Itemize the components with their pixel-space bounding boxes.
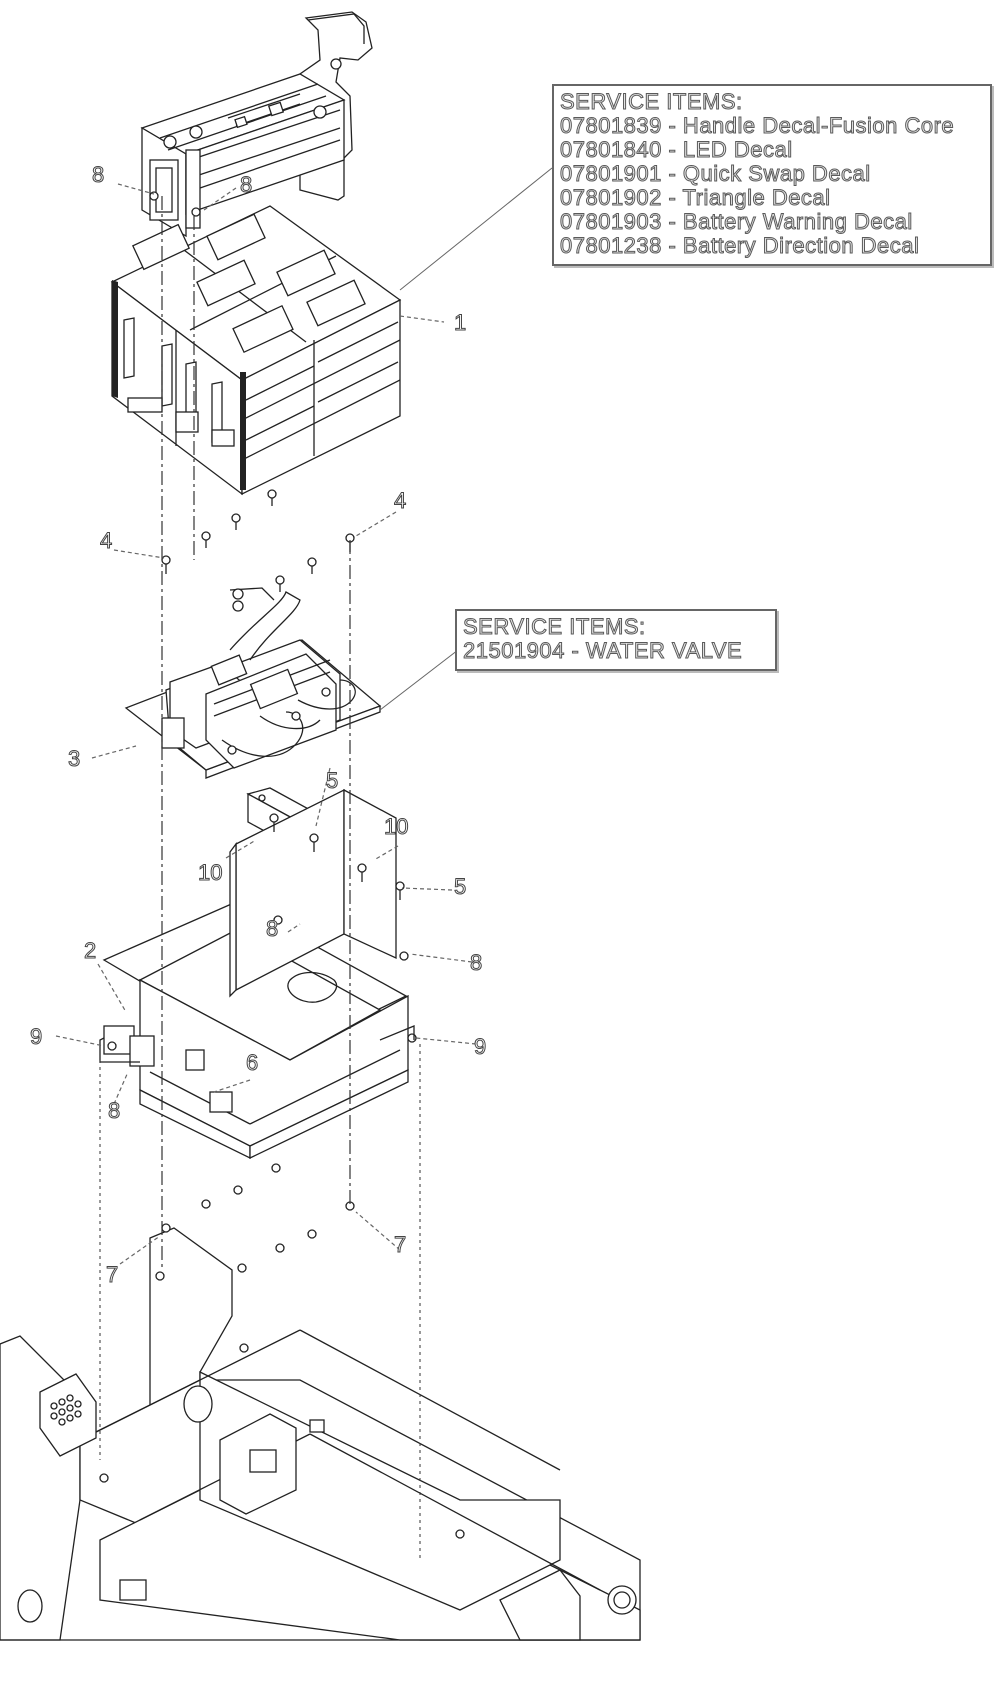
- service-items-box-battery: SERVICE ITEMS: 07801839 - Handle Decal-F…: [552, 84, 992, 266]
- callout-8-mid-center: 8: [266, 916, 278, 941]
- callout-10-right: 10: [384, 814, 408, 839]
- callouts: 8 8 1 4 4 3 5 10 10 5 8 8 2 9 9 6 8 7 7: [30, 162, 487, 1288]
- callout-8-top-left: 8: [92, 162, 104, 187]
- battery-assembly: [110, 205, 402, 496]
- callout-10-left: 10: [198, 860, 222, 885]
- service-items-heading: SERVICE ITEMS:: [463, 614, 646, 639]
- service-item: 07801903 - Battery Warning Decal: [560, 209, 913, 234]
- callout-4-left: 4: [100, 528, 112, 553]
- service-item: 07801238 - Battery Direction Decal: [560, 233, 920, 258]
- service-item: 07801902 - Triangle Decal: [560, 185, 831, 210]
- callout-7-right: 7: [394, 1232, 406, 1257]
- callout-1: 1: [454, 310, 466, 335]
- service-item: 07801901 - Quick Swap Decal: [560, 161, 871, 186]
- service-item: 07801840 - LED Decal: [560, 137, 793, 162]
- callout-8-top-right: 8: [240, 172, 252, 197]
- callout-8-lower-left: 8: [108, 1098, 120, 1123]
- callout-5-right: 5: [454, 874, 466, 899]
- vent-holes: [50, 1394, 82, 1426]
- leader-lines: [55, 167, 553, 1265]
- service-item: 21501904 - WATER VALVE: [463, 638, 743, 663]
- service-items-box-water-valve: SERVICE ITEMS: 21501904 - WATER VALVE: [455, 609, 777, 671]
- service-items-heading: SERVICE ITEMS:: [560, 89, 743, 114]
- callout-7-left: 7: [106, 1262, 118, 1287]
- callout-3: 3: [68, 746, 80, 771]
- service-item: 07801839 - Handle Decal-Fusion Core: [560, 113, 955, 138]
- chassis-frame: [0, 1227, 641, 1641]
- assembly-lines: [99, 196, 421, 1560]
- battery-tray: [99, 788, 417, 1160]
- callout-5-upper: 5: [326, 768, 338, 793]
- callout-2: 2: [84, 938, 96, 963]
- callout-8-mid-right: 8: [470, 950, 482, 975]
- water-tray-assembly: [124, 587, 382, 779]
- callout-9-left: 9: [30, 1024, 42, 1049]
- callout-9-right: 9: [474, 1034, 486, 1059]
- callout-6: 6: [246, 1050, 258, 1075]
- handle-mechanism: [140, 11, 373, 238]
- callout-4-right: 4: [394, 488, 406, 513]
